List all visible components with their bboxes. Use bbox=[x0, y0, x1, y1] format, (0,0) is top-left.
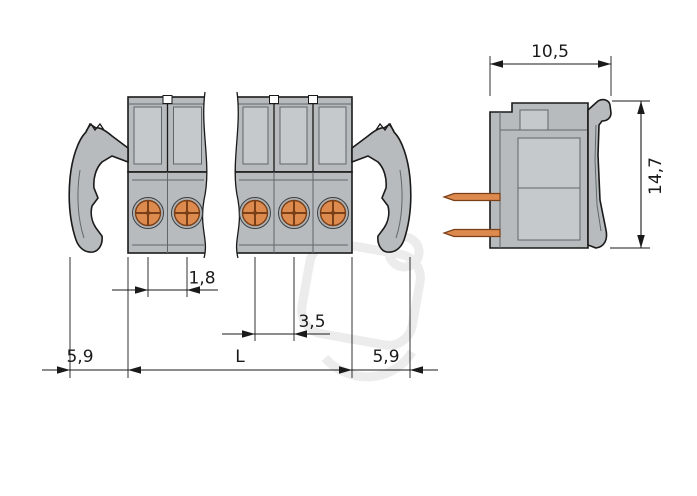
arrowhead bbox=[637, 101, 645, 114]
arrowhead bbox=[294, 330, 307, 338]
watermark-swoosh bbox=[321, 349, 416, 382]
contacts bbox=[132, 197, 349, 229]
dim-label-pitch: 3,5 bbox=[298, 312, 325, 332]
pole-opening bbox=[173, 106, 202, 165]
dimension-length-chain: 5,9 L 5,9 bbox=[42, 257, 438, 378]
locking-lever-right bbox=[351, 122, 412, 253]
lever-body bbox=[351, 122, 412, 253]
dim-label-lever-right: 5,9 bbox=[372, 347, 399, 367]
arrowhead bbox=[490, 60, 503, 68]
top-notch bbox=[269, 95, 279, 104]
pole-opening bbox=[279, 106, 308, 165]
dim-label-height: 14,7 bbox=[646, 157, 666, 195]
contact-pin bbox=[171, 197, 203, 229]
solder-pin-lower bbox=[442, 228, 501, 238]
pole-opening bbox=[133, 106, 162, 165]
top-notch bbox=[162, 95, 173, 104]
dimension-pitch: 3,5 bbox=[222, 257, 330, 341]
dim-label-lever-left: 5,9 bbox=[66, 347, 93, 367]
arrowhead bbox=[410, 366, 423, 374]
pole-opening bbox=[318, 106, 347, 165]
lever-teeth bbox=[85, 122, 105, 132]
contact-pin bbox=[132, 197, 164, 229]
watermark bbox=[297, 232, 425, 382]
locking-lever-side bbox=[587, 98, 612, 249]
side-body-inner bbox=[517, 137, 581, 241]
dimension-height: 14,7 bbox=[610, 100, 666, 249]
solder-pin-upper bbox=[442, 192, 501, 202]
dim-label-width: 10,5 bbox=[531, 42, 569, 62]
arrowhead bbox=[57, 366, 70, 374]
break-line-right bbox=[234, 91, 241, 259]
break-line-left bbox=[201, 91, 208, 259]
dim-label-length: L bbox=[235, 347, 245, 367]
arrowhead bbox=[339, 366, 352, 374]
contact-pin bbox=[239, 197, 271, 229]
side-body-detail bbox=[519, 109, 549, 131]
lever-detail bbox=[77, 169, 85, 239]
lever-detail bbox=[395, 169, 403, 239]
top-notch bbox=[308, 95, 318, 104]
contact-pin bbox=[278, 197, 310, 229]
pole-opening bbox=[242, 106, 269, 165]
lever-detail bbox=[594, 124, 602, 232]
lever-body bbox=[587, 98, 612, 249]
arrowhead bbox=[242, 330, 255, 338]
dim-label-contact-offset: 1,8 bbox=[188, 269, 215, 289]
arrowhead bbox=[128, 366, 141, 374]
dimension-contact-offset: 1,8 bbox=[112, 257, 218, 297]
dimension-width: 10,5 bbox=[489, 42, 612, 96]
side-view: 10,5 14,7 bbox=[442, 42, 666, 249]
lever-teeth bbox=[375, 122, 395, 132]
arrowhead bbox=[598, 60, 611, 68]
contact-pin bbox=[317, 197, 349, 229]
locking-lever-left bbox=[68, 122, 129, 253]
arrowhead bbox=[637, 235, 645, 248]
arrowhead bbox=[135, 286, 148, 294]
break-gap bbox=[202, 92, 240, 258]
lever-body bbox=[68, 122, 129, 253]
arrowhead bbox=[187, 286, 200, 294]
watermark-shape bbox=[297, 238, 425, 350]
front-view: 1,8 3,5 5,9 L 5,9 bbox=[42, 91, 438, 378]
